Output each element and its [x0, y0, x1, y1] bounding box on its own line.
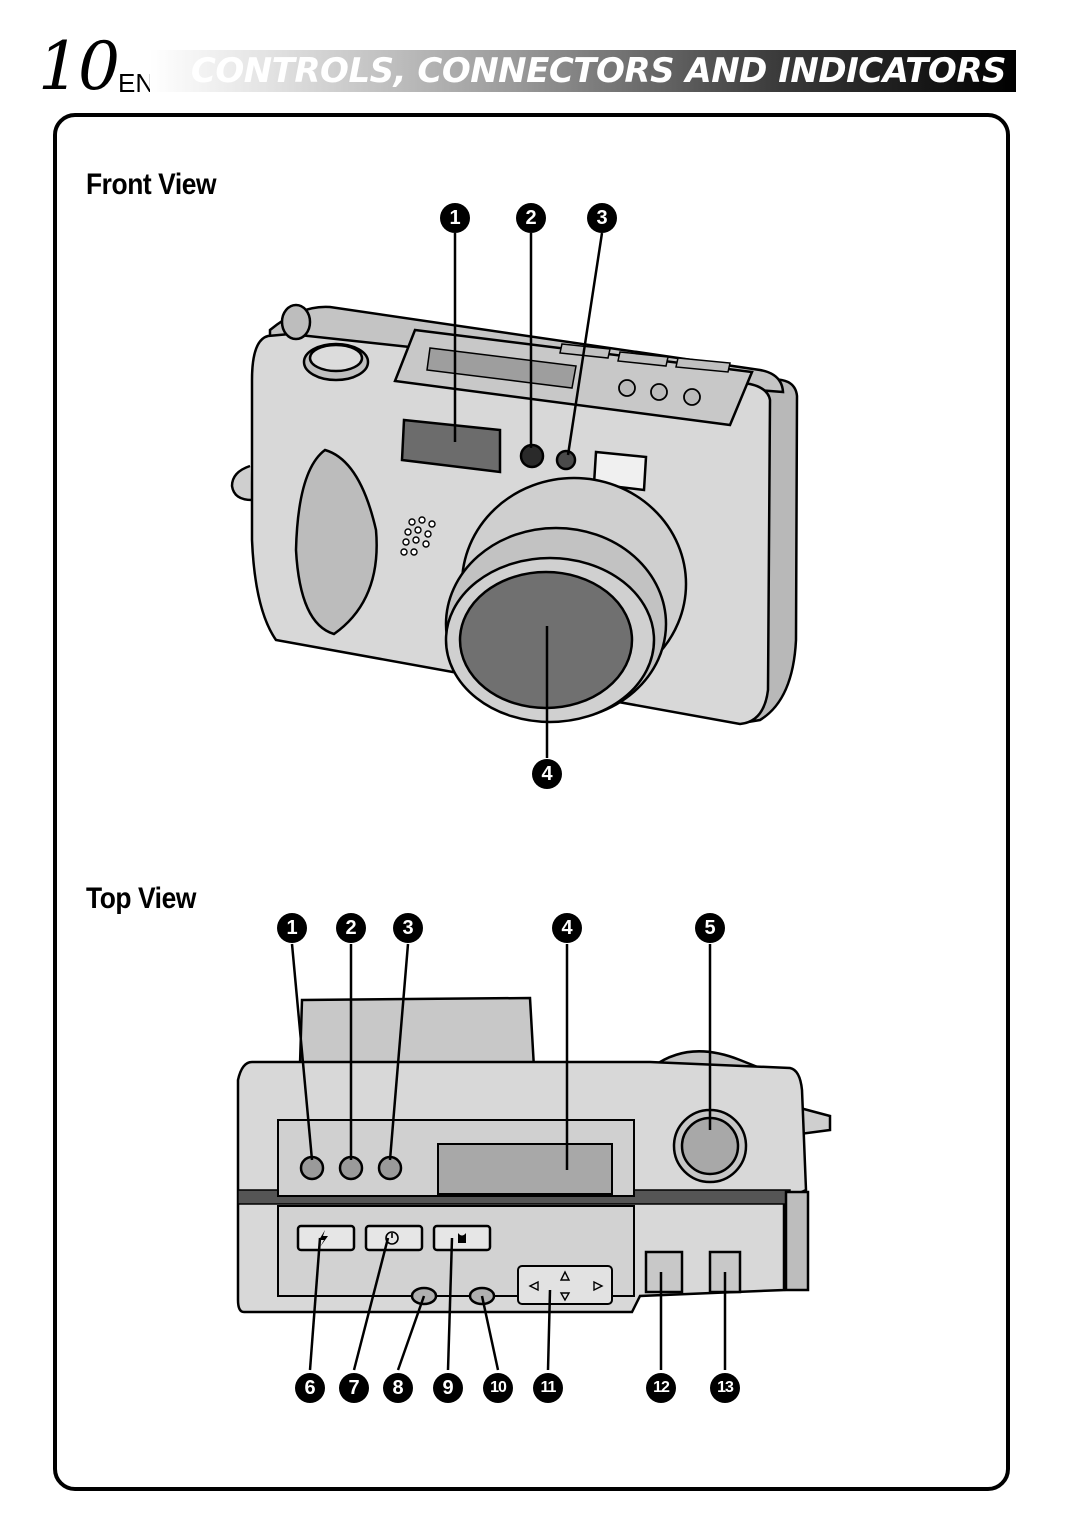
top-callout-12: 12 — [646, 1373, 676, 1403]
top-callout-13: 13 — [710, 1373, 740, 1403]
top-callout-5: 5 — [695, 913, 725, 943]
top-callout-9: 9 — [433, 1373, 463, 1403]
flash-icon — [319, 1230, 328, 1247]
top-callout-10: 10 — [483, 1373, 513, 1403]
page-number: 10 — [38, 28, 120, 105]
content-frame — [53, 113, 1010, 1491]
front-callout-4: 4 — [532, 759, 562, 789]
front-callout-3: 3 — [587, 203, 617, 233]
top-callout-11: 11 — [533, 1373, 563, 1403]
top-camera-illustration — [236, 996, 832, 1314]
front-view-title: Front View — [86, 168, 217, 201]
language-code: EN — [118, 68, 155, 98]
front-camera-illustration — [230, 303, 799, 726]
arrow-pad-icons — [528, 1270, 604, 1302]
top-callout-6: 6 — [295, 1373, 325, 1403]
front-callout-1: 1 — [440, 203, 470, 233]
front-callout-2: 2 — [516, 203, 546, 233]
top-callout-1: 1 — [277, 913, 307, 943]
top-callout-2: 2 — [336, 913, 366, 943]
top-callout-7: 7 — [339, 1373, 369, 1403]
macro-icon — [458, 1233, 466, 1243]
top-view-title: Top View — [86, 882, 196, 915]
section-banner: CONTROLS, CONNECTORS AND INDICATORS — [150, 50, 1016, 92]
top-callout-4: 4 — [552, 913, 582, 943]
top-callout-3: 3 — [393, 913, 423, 943]
top-callout-8: 8 — [383, 1373, 413, 1403]
self-timer-icon — [385, 1231, 399, 1245]
section-title: CONTROLS, CONNECTORS AND INDICATORS — [190, 51, 1007, 91]
